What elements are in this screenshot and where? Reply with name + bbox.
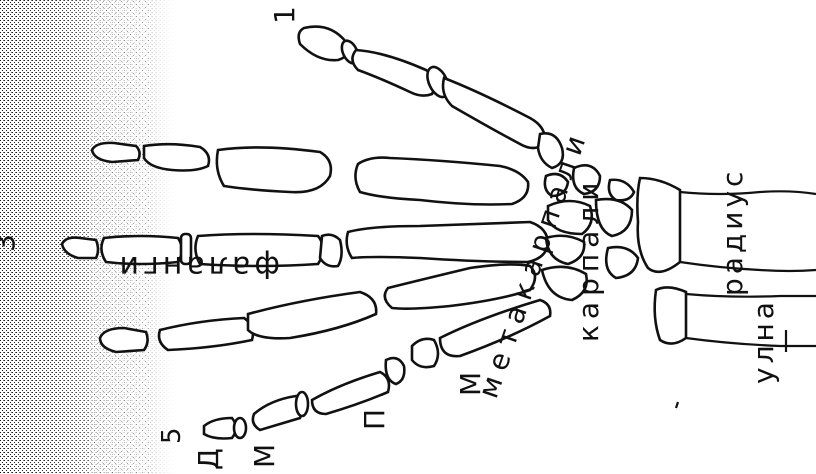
label-finger-1: 1 [268, 6, 301, 24]
label-ulna: улна [747, 298, 780, 384]
label-finger-3: 3 [0, 234, 21, 252]
label-phalanges: фаланги [116, 249, 280, 284]
label-proximal: П [358, 409, 391, 430]
ink-mark [676, 402, 678, 408]
label-distal: Д [192, 448, 225, 470]
label-carpals: карпали [572, 177, 605, 342]
label-radius: радиус [716, 168, 749, 296]
label-middle: М [248, 444, 281, 468]
label-finger-5: 5 [157, 427, 187, 444]
thumb-bones [299, 27, 563, 168]
label-metacarpal-marker: М [454, 372, 487, 396]
